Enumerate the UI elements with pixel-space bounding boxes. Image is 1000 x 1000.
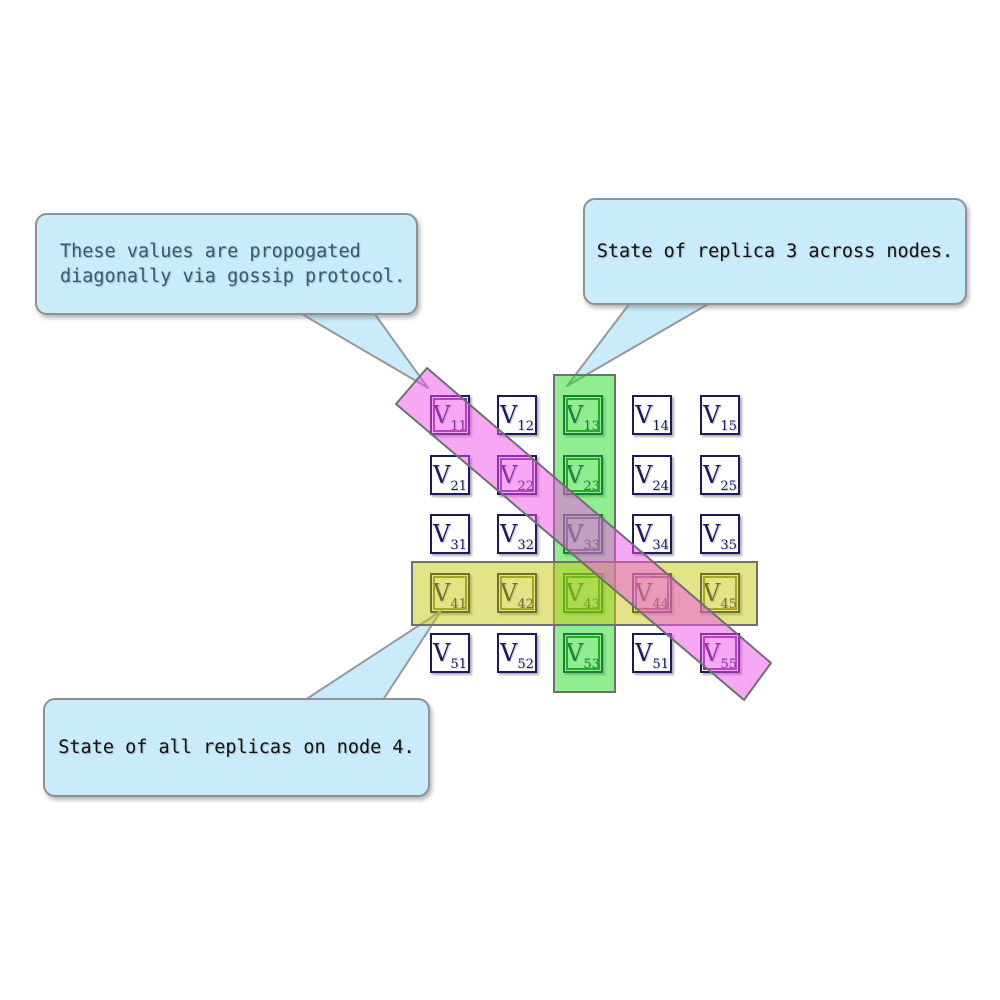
matrix-cell-41: V41 xyxy=(430,573,470,613)
matrix-cell-23: V23 xyxy=(563,455,603,495)
matrix-cell-24: V24 xyxy=(632,455,672,495)
matrix-cell-52: V52 xyxy=(497,633,537,673)
callout-replica-text: State of replica 3 across nodes. xyxy=(596,241,954,262)
matrix-cell-12: V12 xyxy=(497,395,537,435)
callout-replica-3: State of replica 3 across nodes. xyxy=(583,198,967,305)
cell-label: V21 xyxy=(433,461,467,494)
matrix-cell-21: V21 xyxy=(430,455,470,495)
cell-label: V44 xyxy=(635,579,669,612)
cell-label: V11 xyxy=(433,401,467,434)
matrix-cell-44: V44 xyxy=(632,573,672,613)
cell-label: V43 xyxy=(566,579,600,612)
cell-label: V22 xyxy=(500,461,534,494)
matrix-cell-51: V51 xyxy=(632,633,672,673)
cell-label: V51 xyxy=(635,639,669,672)
matrix-cell-51: V51 xyxy=(430,633,470,673)
callout-gossip-line2: diagonally via gossip protocol. xyxy=(60,266,406,287)
callout-gossip-protocol: These values are propogated diagonally v… xyxy=(35,213,418,315)
matrix-cell-11: V11 xyxy=(430,395,470,435)
cell-label: V24 xyxy=(635,461,669,494)
matrix-cell-35: V35 xyxy=(700,514,740,554)
matrix-cell-25: V25 xyxy=(700,455,740,495)
matrix-cell-15: V15 xyxy=(700,395,740,435)
matrix-cell-22: V22 xyxy=(497,455,537,495)
cell-label: V13 xyxy=(566,401,600,434)
matrix-cell-45: V45 xyxy=(700,573,740,613)
cell-label: V55 xyxy=(703,639,737,672)
cell-label: V33 xyxy=(566,520,600,553)
cell-label: V35 xyxy=(703,520,737,553)
cell-label: V41 xyxy=(433,579,467,612)
matrix-cell-33: V33 xyxy=(563,514,603,554)
cell-label: V31 xyxy=(433,520,467,553)
matrix-cell-13: V13 xyxy=(563,395,603,435)
cell-label: V42 xyxy=(500,579,534,612)
cell-label: V53 xyxy=(566,639,600,672)
matrix-cell-32: V32 xyxy=(497,514,537,554)
matrix-cell-14: V14 xyxy=(632,395,672,435)
matrix-cell-55: V55 xyxy=(700,633,740,673)
cell-label: V45 xyxy=(703,579,737,612)
cell-label: V23 xyxy=(566,461,600,494)
callout-gossip-line1: These values are propogated xyxy=(60,241,361,262)
callout-node-text: State of all replicas on node 4. xyxy=(58,737,415,758)
matrix-cell-43: V43 xyxy=(563,573,603,613)
cell-label: V25 xyxy=(703,461,737,494)
cell-label: V32 xyxy=(500,520,534,553)
cell-label: V52 xyxy=(500,639,534,672)
matrix-cell-42: V42 xyxy=(497,573,537,613)
cell-label: V15 xyxy=(703,401,737,434)
cell-label: V34 xyxy=(635,520,669,553)
cell-label: V14 xyxy=(635,401,669,434)
matrix-cell-53: V53 xyxy=(563,633,603,673)
cell-label: V51 xyxy=(433,639,467,672)
matrix-cell-34: V34 xyxy=(632,514,672,554)
callout-node-4: State of all replicas on node 4. xyxy=(43,698,430,797)
matrix-cell-31: V31 xyxy=(430,514,470,554)
cell-label: V12 xyxy=(500,401,534,434)
